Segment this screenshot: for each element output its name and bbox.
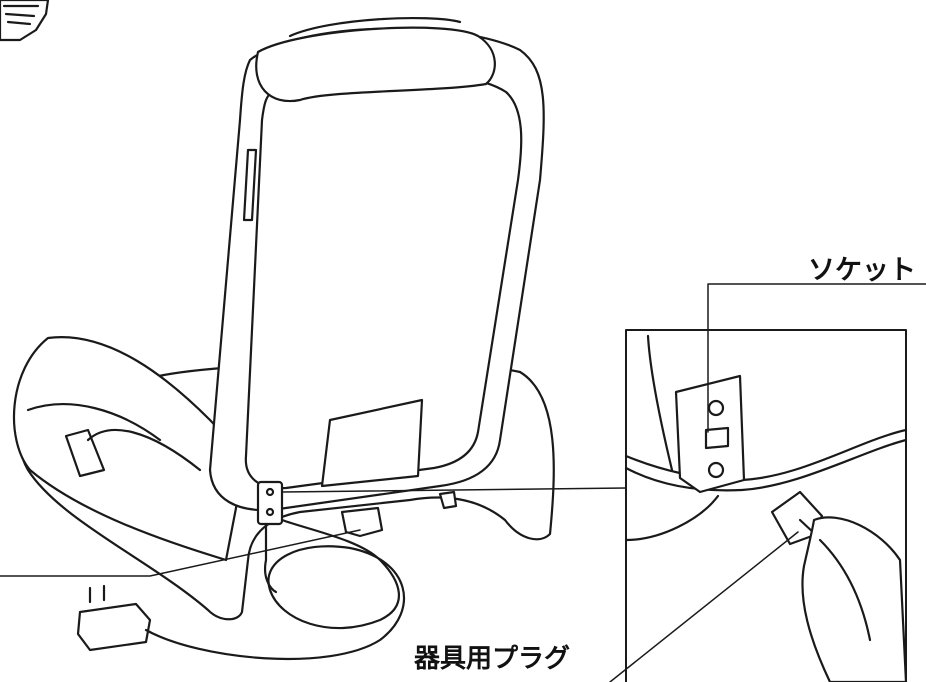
inset-frame <box>624 329 908 682</box>
leader-line-socket <box>281 487 627 493</box>
ac-adapter <box>76 584 152 652</box>
base-connector <box>340 506 384 538</box>
leader-line-left <box>0 529 361 577</box>
appliance-plug-label: 器具用プラグ <box>414 644 571 674</box>
headrest <box>255 26 496 103</box>
back-label-plate <box>320 398 424 488</box>
chair-socket <box>256 480 284 526</box>
leader-line-plug-label <box>609 531 799 682</box>
power-cord <box>144 518 406 661</box>
corner-plug-fragment <box>0 0 50 42</box>
seat-holder <box>64 428 106 478</box>
leader-line-socket-label <box>707 283 926 433</box>
socket-label: ソケット <box>808 255 916 286</box>
inset-hand <box>801 516 908 682</box>
